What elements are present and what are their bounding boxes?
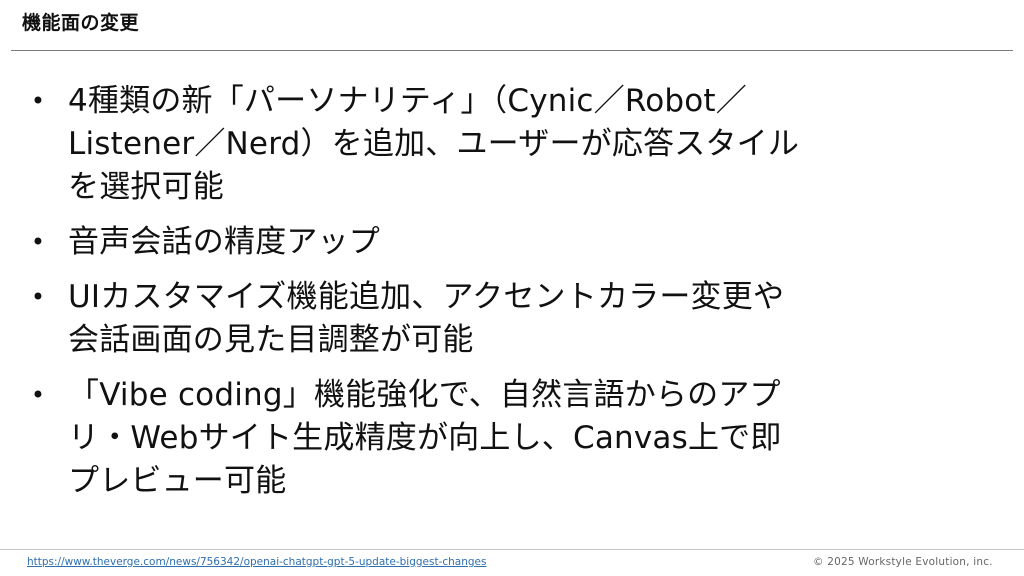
bullet-marker-icon: • bbox=[30, 283, 46, 311]
bullet-text: UIカスタマイズ機能追加、アクセントカラー変更や 会話画面の見た目調整が可能 bbox=[68, 279, 785, 358]
title-divider bbox=[11, 50, 1013, 51]
bullet-text: 音声会話の精度アップ bbox=[68, 224, 380, 260]
bullet-text: 「Vibe coding」機能強化で、自然言語からのアプ リ・Webサイト生成精… bbox=[68, 377, 782, 499]
bullet-item-voice: • 音声会話の精度アップ bbox=[26, 221, 986, 264]
bullet-marker-icon: • bbox=[30, 87, 46, 115]
bullet-item-vibe-coding: • 「Vibe coding」機能強化で、自然言語からのアプ リ・Webサイト生… bbox=[26, 374, 986, 503]
footer-divider bbox=[0, 549, 1024, 550]
source-link[interactable]: https://www.theverge.com/news/756342/ope… bbox=[27, 556, 487, 568]
slide-title: 機能面の変更 bbox=[22, 12, 140, 34]
copyright-notice: © 2025 Workstyle Evolution, inc. bbox=[813, 556, 993, 568]
bullet-text: 4種類の新「パーソナリティ」（Cynic／Robot／ Listener／Ner… bbox=[68, 83, 800, 205]
bullet-marker-icon: • bbox=[30, 228, 46, 256]
bullet-item-personalities: • 4種類の新「パーソナリティ」（Cynic／Robot／ Listener／N… bbox=[26, 80, 986, 209]
bullet-list: • 4種類の新「パーソナリティ」（Cynic／Robot／ Listener／N… bbox=[26, 80, 986, 515]
bullet-item-ui-customize: • UIカスタマイズ機能追加、アクセントカラー変更や 会話画面の見た目調整が可能 bbox=[26, 276, 986, 362]
bullet-marker-icon: • bbox=[30, 381, 46, 409]
